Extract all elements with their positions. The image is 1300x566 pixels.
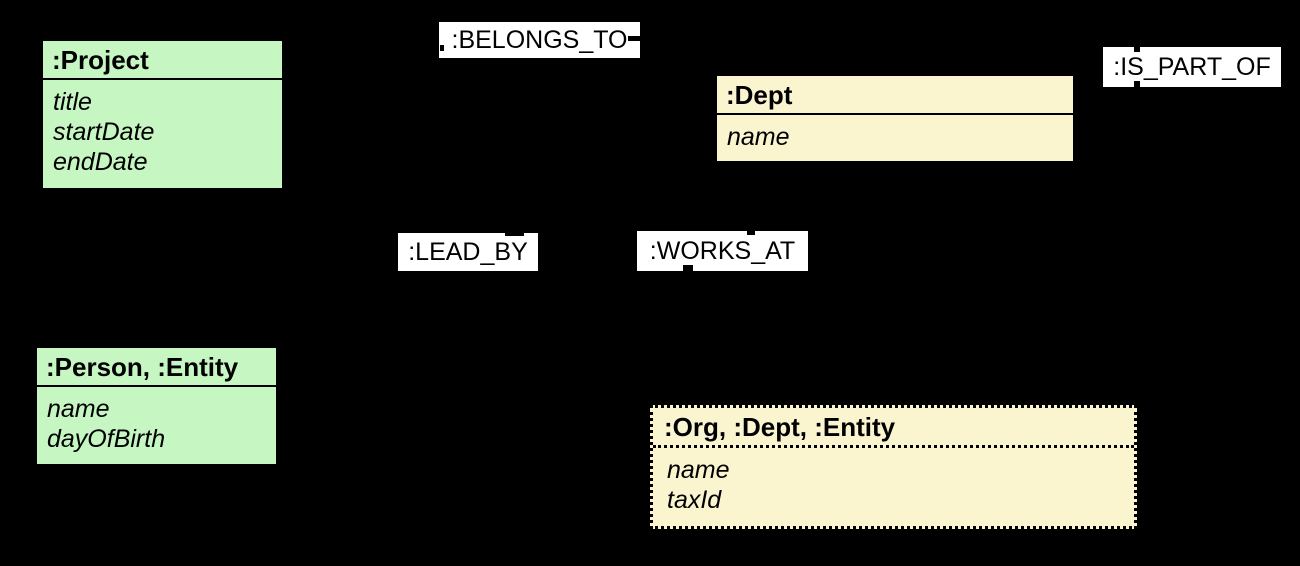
attribute-line: dayOfBirth [47,425,166,453]
arrow-stub [1134,81,1140,87]
arrow-stub [1134,47,1140,52]
node-person-attributes: name dayOfBirth [37,387,276,454]
node-org-attributes: name taxId [653,448,1134,515]
arrow-stub [747,231,755,235]
node-dept-attributes: name [717,115,1073,152]
node-dept-title: :Dept [717,76,1073,115]
node-project: :Project title startDate endDate [41,39,284,190]
arrow-stub [683,265,693,271]
node-project-title: :Project [43,41,282,80]
arrow-stub [440,45,444,51]
attribute-line: name [727,123,790,151]
relationship-label-lead-by: :LEAD_BY [398,233,538,271]
arrow-stub [628,36,640,41]
relationship-label-belongs-to: :BELONGS_TO [439,22,640,58]
attribute-line: title [53,88,92,116]
node-org-title: :Org, :Dept, :Entity [653,408,1134,448]
relationship-label-works-at: :WORKS_AT [637,231,808,271]
attribute-line: name [47,395,110,423]
node-project-attributes: title startDate endDate [43,80,282,177]
relationship-label-is-part-of: :IS_PART_OF [1103,47,1281,87]
node-org: :Org, :Dept, :Entity name taxId [650,405,1137,529]
attribute-line: name [667,456,730,484]
attribute-line: startDate [53,118,155,146]
attribute-line: endDate [53,148,148,176]
node-person-title: :Person, :Entity [37,348,276,387]
node-dept: :Dept name [715,74,1075,163]
node-person: :Person, :Entity name dayOfBirth [35,346,278,466]
arrow-stub [505,233,524,236]
attribute-line: taxId [667,486,722,514]
